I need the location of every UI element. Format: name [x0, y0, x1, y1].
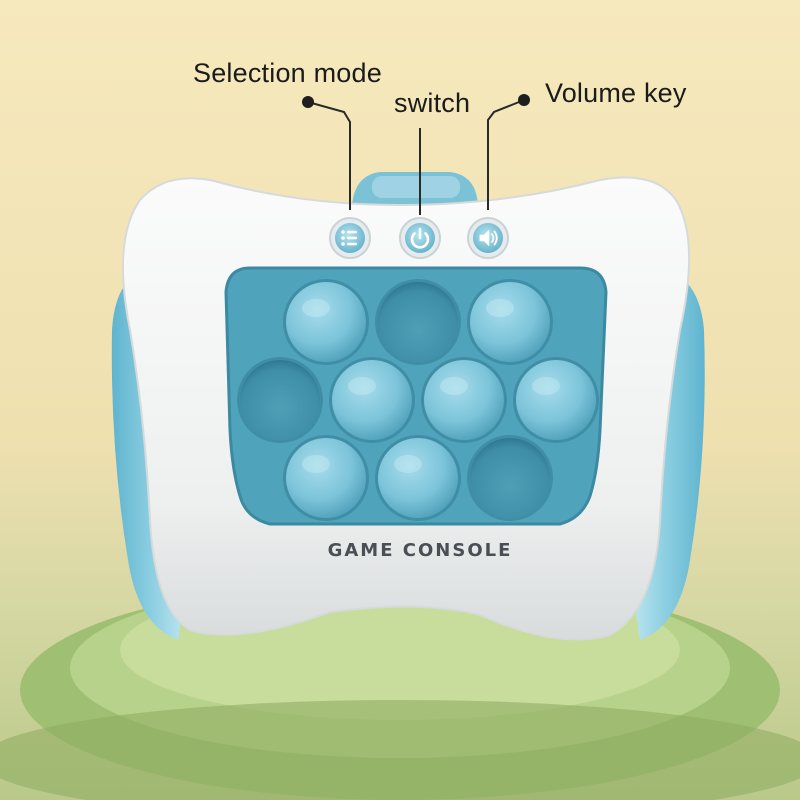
power-icon: [410, 227, 430, 249]
power-switch-button[interactable]: [399, 217, 441, 259]
pop-bubble-raised[interactable]: [283, 279, 369, 365]
brand-text: GAME CONSOLE: [327, 540, 513, 561]
pop-bubble-pressed[interactable]: [467, 435, 553, 521]
pop-bubble-pressed[interactable]: [375, 279, 461, 365]
selection-mode-button[interactable]: [329, 217, 371, 259]
pop-bubble-raised[interactable]: [283, 435, 369, 521]
pop-bubble-raised[interactable]: [375, 435, 461, 521]
pop-bubble-raised[interactable]: [421, 357, 507, 443]
bubble-grid: [237, 279, 599, 521]
menu-list-icon: [341, 230, 357, 246]
callout-line-volume: [487, 99, 525, 210]
switch-label: switch: [394, 88, 471, 118]
volume-key-button[interactable]: [467, 217, 509, 259]
top-slider-knob: [372, 176, 460, 198]
callout-dot-selection: [302, 96, 314, 108]
pop-bubble-raised[interactable]: [513, 357, 599, 443]
callout-line-selection: [307, 101, 351, 210]
volume-key-label: Volume key: [545, 78, 687, 108]
speaker-icon: [479, 229, 498, 247]
callout-dot-volume: [518, 94, 530, 106]
pop-bubble-pressed[interactable]: [237, 357, 323, 443]
selection-mode-label: Selection mode: [193, 58, 382, 88]
callout-lines: [307, 99, 525, 215]
pop-bubble-raised[interactable]: [467, 279, 553, 365]
pop-bubble-raised[interactable]: [329, 357, 415, 443]
